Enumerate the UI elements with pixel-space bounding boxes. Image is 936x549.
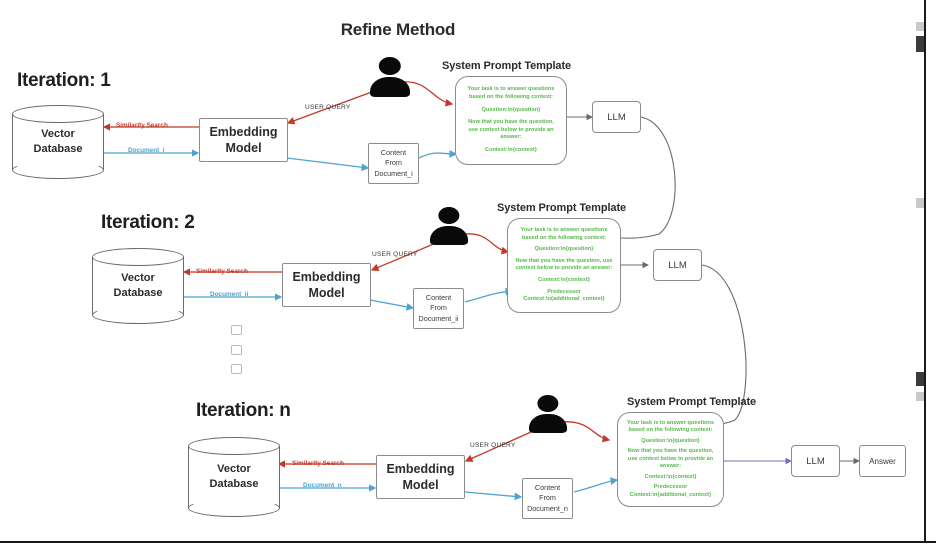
vector-database-label: Vector Database: [12, 105, 104, 179]
cylinder-bottom: [188, 499, 280, 517]
template-line-2: Question:\n{question}: [534, 246, 594, 253]
document-label-1: Document_i: [128, 147, 165, 154]
content-from-document-box-2: Content From Document_ii: [413, 288, 464, 329]
system-prompt-template-title-1: System Prompt Template: [442, 60, 572, 72]
cylinder-top: [12, 105, 104, 123]
template-line-1: Your task is to answer questions based o…: [627, 419, 714, 434]
system-prompt-template-title-n: System Prompt Template: [627, 396, 757, 408]
vector-database-label: Vector Database: [92, 248, 184, 324]
vector-database-line1: Vector: [217, 463, 251, 476]
ellipsis-square-1: [231, 325, 242, 335]
template-line-1: Your task is to answer questions based o…: [520, 227, 608, 241]
template-line-5: Predecessor Context:\n{additional_contex…: [629, 484, 712, 498]
user-query-label-n: USER QUERY: [470, 442, 516, 449]
embedding-model-line1: Embedding: [292, 269, 361, 284]
cylinder-bottom: [12, 161, 104, 179]
template-line-4: Context:\n{context}: [485, 147, 537, 154]
system-prompt-template-n: Your task is to answer questions based o…: [617, 412, 724, 507]
vector-database-line1: Vector: [121, 272, 155, 285]
system-prompt-template-2: Your task is to answer questions based o…: [507, 218, 621, 313]
page-right-border: [924, 0, 926, 543]
similarity-search-label-n: Similarity Search: [292, 460, 344, 467]
vector-database-label: Vector Database: [188, 437, 280, 517]
template-line-3: Now that you have the question, use cont…: [515, 257, 613, 272]
template-line-2: Question:\n{question}: [641, 437, 700, 444]
vector-database-line2: Database: [33, 143, 83, 155]
cylinder-body: [188, 446, 280, 508]
iteration-2-heading: Iteration: 2: [101, 212, 195, 233]
answer-box: Answer: [859, 445, 906, 477]
embedding-model-line2: Model: [308, 286, 345, 300]
template-line-4: Context:\n{context}: [538, 277, 590, 284]
content-from-document-box-n: Content From Document_n: [522, 478, 573, 519]
person-body: [430, 226, 468, 245]
llm-box-n: LLM: [791, 445, 840, 477]
person-body: [370, 77, 410, 97]
edge-tick-2: [916, 36, 924, 52]
user-query-label-1: USER QUERY: [305, 104, 351, 111]
embedding-model-line1: Embedding: [209, 124, 278, 139]
vector-database-line2: Database: [113, 287, 163, 299]
ellipsis-square-3: [231, 364, 242, 374]
template-line-5: Predecessor Context:\n{additional_contex…: [523, 288, 605, 303]
vector-database-1: Vector Database: [12, 105, 104, 179]
iteration-1-heading: Iteration: 1: [17, 70, 111, 91]
iteration-n-heading: Iteration: n: [196, 400, 291, 421]
content-line2: From: [539, 493, 556, 503]
vector-database-2: Vector Database: [92, 248, 184, 324]
template-line-3: Now that you have the question, use cont…: [468, 119, 554, 141]
edge-tick-5: [916, 392, 924, 401]
cylinder-bottom: [92, 306, 184, 324]
content-line1: Content: [425, 292, 452, 302]
vector-database-n: Vector Database: [188, 437, 280, 517]
ellipsis-square-2: [231, 345, 242, 355]
document-label-2: Document_ii: [210, 291, 249, 298]
user-icon-1: [370, 57, 410, 97]
edge-tick-3: [916, 198, 924, 208]
person-head: [438, 207, 460, 225]
cylinder-top: [92, 248, 184, 266]
user-query-label-2: USER QUERY: [372, 251, 418, 258]
llm-box-2: LLM: [653, 249, 702, 281]
person-body: [529, 414, 567, 433]
template-line-1: Your task is to answer questions based o…: [467, 86, 555, 100]
content-from-document-box-1: Content From Document_i: [368, 143, 419, 184]
system-prompt-template-1: Your task is to answer questions based o…: [455, 76, 567, 165]
user-icon-2: [430, 207, 468, 245]
template-line-4: Context:\n{context}: [644, 473, 697, 480]
content-line3: Document_n: [527, 503, 568, 513]
user-icon-n: [529, 395, 567, 433]
embedding-model-line2: Model: [225, 141, 262, 155]
edge-tick-1: [916, 22, 924, 31]
template-line-2: Question:\n{question}: [481, 106, 541, 113]
similarity-search-label-2: Similarity Search: [196, 268, 248, 275]
cylinder-top: [188, 437, 280, 455]
document-label-n: Document_n: [303, 482, 342, 489]
content-line3: Document_i: [374, 168, 413, 178]
embedding-model-2: Embedding Model: [282, 263, 371, 307]
vector-database-line1: Vector: [41, 128, 75, 141]
template-line-3: Now that you have the question, use cont…: [627, 448, 714, 470]
embedding-model-line1: Embedding: [386, 461, 455, 476]
page-title: Refine Method: [340, 20, 456, 39]
page-bottom-border: [0, 541, 936, 543]
content-line1: Content: [534, 482, 561, 492]
system-prompt-template-title-2: System Prompt Template: [497, 202, 627, 214]
llm-box-1: LLM: [592, 101, 641, 133]
edge-tick-4: [916, 372, 924, 386]
content-line2: From: [430, 303, 447, 313]
similarity-search-label-1: Similarity Search: [116, 122, 168, 129]
person-head: [378, 57, 402, 76]
embedding-model-1: Embedding Model: [199, 118, 288, 162]
content-line1: Content: [380, 147, 407, 157]
embedding-model-n: Embedding Model: [376, 455, 465, 499]
embedding-model-line2: Model: [402, 478, 439, 492]
content-line2: From: [385, 158, 402, 168]
content-line3: Document_ii: [418, 313, 459, 323]
person-head: [537, 395, 559, 413]
vector-database-line2: Database: [209, 478, 259, 490]
